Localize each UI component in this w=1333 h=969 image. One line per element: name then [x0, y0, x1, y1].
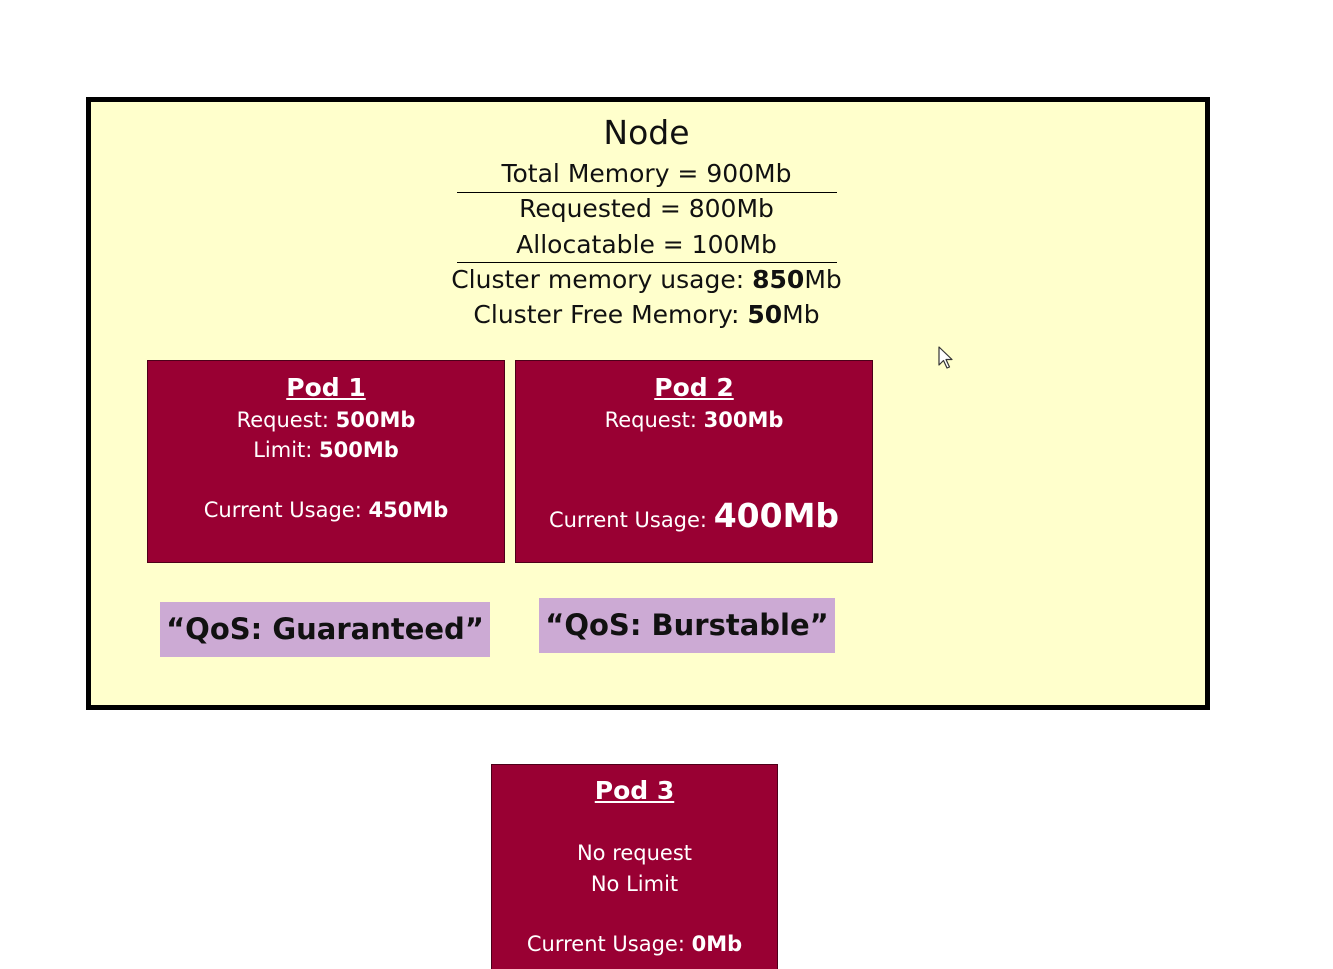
node-requested: Requested = 800Mb: [519, 194, 774, 223]
pod-2-usage: Current Usage: 400Mb: [548, 496, 840, 535]
node-cluster-free: Cluster Free Memory: 50Mb: [473, 300, 820, 329]
node-allocatable: Allocatable = 100Mb: [516, 230, 777, 259]
node-title: Node: [603, 113, 690, 152]
pod-1-limit: Limit: 500Mb: [253, 438, 399, 462]
node-total-memory: Total Memory = 900Mb: [501, 159, 792, 188]
divider-line: [457, 262, 837, 263]
pod-1-request: Request: 500Mb: [236, 408, 416, 432]
pod-3-usage: Current Usage: 0Mb: [526, 932, 743, 956]
pod-2-title: Pod 2: [654, 373, 734, 402]
divider-line: [457, 192, 837, 193]
pod-1-title: Pod 1: [286, 373, 366, 402]
pod-3-box: Pod 3 No request No Limit Current Usage:…: [491, 764, 778, 969]
pod-3-limit: No Limit: [590, 872, 679, 896]
pod-3-title: Pod 3: [594, 776, 675, 805]
qos-guaranteed-label: “QoS: Guaranteed”: [160, 602, 490, 657]
qos-burstable-label: “QoS: Burstable”: [539, 598, 835, 653]
pod-3-request: No request: [576, 841, 693, 865]
pod-2-box: Pod 2 Request: 300Mb Current Usage: 400M…: [515, 360, 873, 563]
pod-2-request: Request: 300Mb: [604, 408, 784, 432]
node-cluster-usage: Cluster memory usage: 850Mb: [451, 265, 842, 294]
mouse-cursor-icon: [938, 346, 953, 369]
pod-1-box: Pod 1 Request: 500Mb Limit: 500Mb Curren…: [147, 360, 505, 563]
pod-1-usage: Current Usage: 450Mb: [203, 498, 449, 522]
